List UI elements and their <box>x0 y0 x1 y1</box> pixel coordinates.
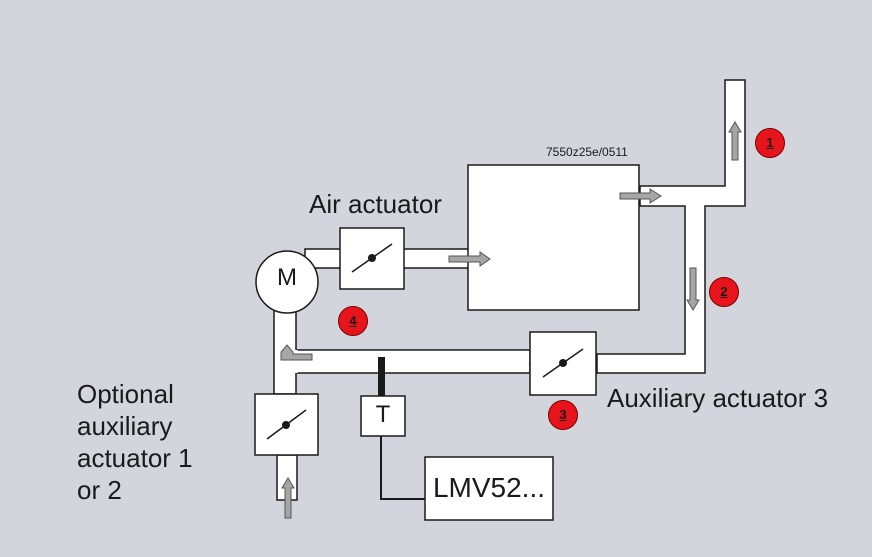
flow-arrow-right-furnace-out <box>619 188 662 204</box>
recirculation-duct-upper <box>295 349 531 365</box>
sensor-box <box>360 395 406 437</box>
marker-4: 4 <box>338 306 368 336</box>
flow-arrow-up-inlet <box>281 477 295 519</box>
flow-arrow-down-recirc <box>686 267 700 311</box>
furnace-box <box>467 164 640 311</box>
optional-label-line-3: actuator 1 <box>77 443 193 473</box>
marker-3: 3 <box>548 400 578 430</box>
flow-arrow-right-air-in <box>448 251 491 267</box>
drawing-code: 7550z25e/0511 <box>546 145 628 159</box>
marker-1: 1 <box>755 128 785 158</box>
auxiliary-actuator-3-damper <box>529 331 597 396</box>
flow-arrow-recirc-corner <box>280 344 313 361</box>
signal-line <box>380 436 425 500</box>
optional-label-line-1: Optional <box>77 379 174 409</box>
flow-arrow-up-exhaust <box>728 121 742 161</box>
optional-auxiliary-actuator-damper <box>254 393 319 456</box>
air-actuator-damper <box>339 227 405 290</box>
optional-label-line-2: auxiliary <box>77 411 173 441</box>
motor-label: M <box>277 264 297 291</box>
auxiliary-actuator-3-label: Auxiliary actuator 3 <box>607 383 829 413</box>
motor-circle <box>255 250 319 314</box>
controller-label: LMV52... <box>432 472 546 503</box>
optional-label-line-4: or 2 <box>77 475 122 505</box>
controller-box <box>424 456 554 521</box>
air-actuator-label: Air actuator <box>309 189 442 219</box>
sensor-label: T <box>375 401 391 428</box>
sensor-probe <box>378 357 385 396</box>
marker-2: 2 <box>709 277 739 307</box>
exhaust-duct <box>596 79 746 374</box>
optional-actuator-label: Optional auxiliary actuator 1 or 2 <box>77 378 193 506</box>
